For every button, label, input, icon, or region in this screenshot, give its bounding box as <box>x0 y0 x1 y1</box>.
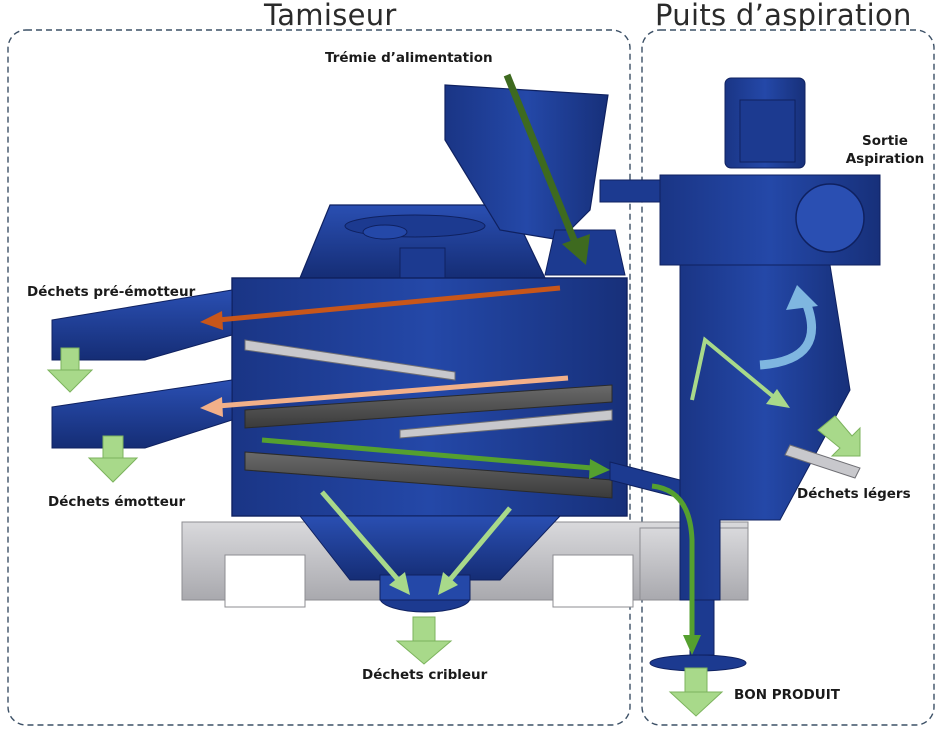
feed-hopper <box>444 84 626 276</box>
feed-flow-arrow <box>503 73 590 265</box>
sieve-section-title: Tamiseur <box>264 0 397 32</box>
screen-decks <box>244 339 613 499</box>
light-waste-label: Déchets légers <box>797 486 911 502</box>
screener-output-arrow <box>395 616 453 665</box>
product-deck-flow-arrow <box>261 437 610 479</box>
debearder-output-arrow <box>87 435 139 483</box>
pre-debearder-chute <box>51 289 233 361</box>
suction-outlet-label: Sortie Aspiration <box>845 133 925 167</box>
good-product-flow-arrow <box>651 483 701 655</box>
drive-housing <box>299 204 546 279</box>
feed-hopper-label: Trémie d’alimentation <box>325 50 493 66</box>
air-flow-arrow <box>690 336 790 408</box>
good-product-label: BON PRODUIT <box>734 687 840 703</box>
debearder-flow-arrow <box>200 375 569 417</box>
good-product-output-arrow <box>668 667 724 717</box>
suction-well-section-border <box>641 29 935 726</box>
screener-waste-label: Déchets cribleur <box>362 667 488 683</box>
light-waste-output-arrow <box>817 415 861 457</box>
debearder-waste-label: Déchets émotteur <box>48 494 186 510</box>
suction-curve-arrow <box>759 285 818 370</box>
screener-flow-arrows <box>320 490 512 595</box>
pre-debearder-waste-label: Déchets pré-émotteur <box>27 284 196 300</box>
suction-outlet-label-line1: Sortie <box>862 133 908 149</box>
sieve-section-border <box>7 29 631 726</box>
suction-outlet-label-line2: Aspiration <box>845 151 925 167</box>
debearder-chute <box>51 379 233 449</box>
pre-debearder-output-arrow <box>46 347 94 393</box>
suction-well-section-title: Puits d’aspiration <box>655 0 912 32</box>
pre-debearder-flow-arrow <box>200 285 561 330</box>
